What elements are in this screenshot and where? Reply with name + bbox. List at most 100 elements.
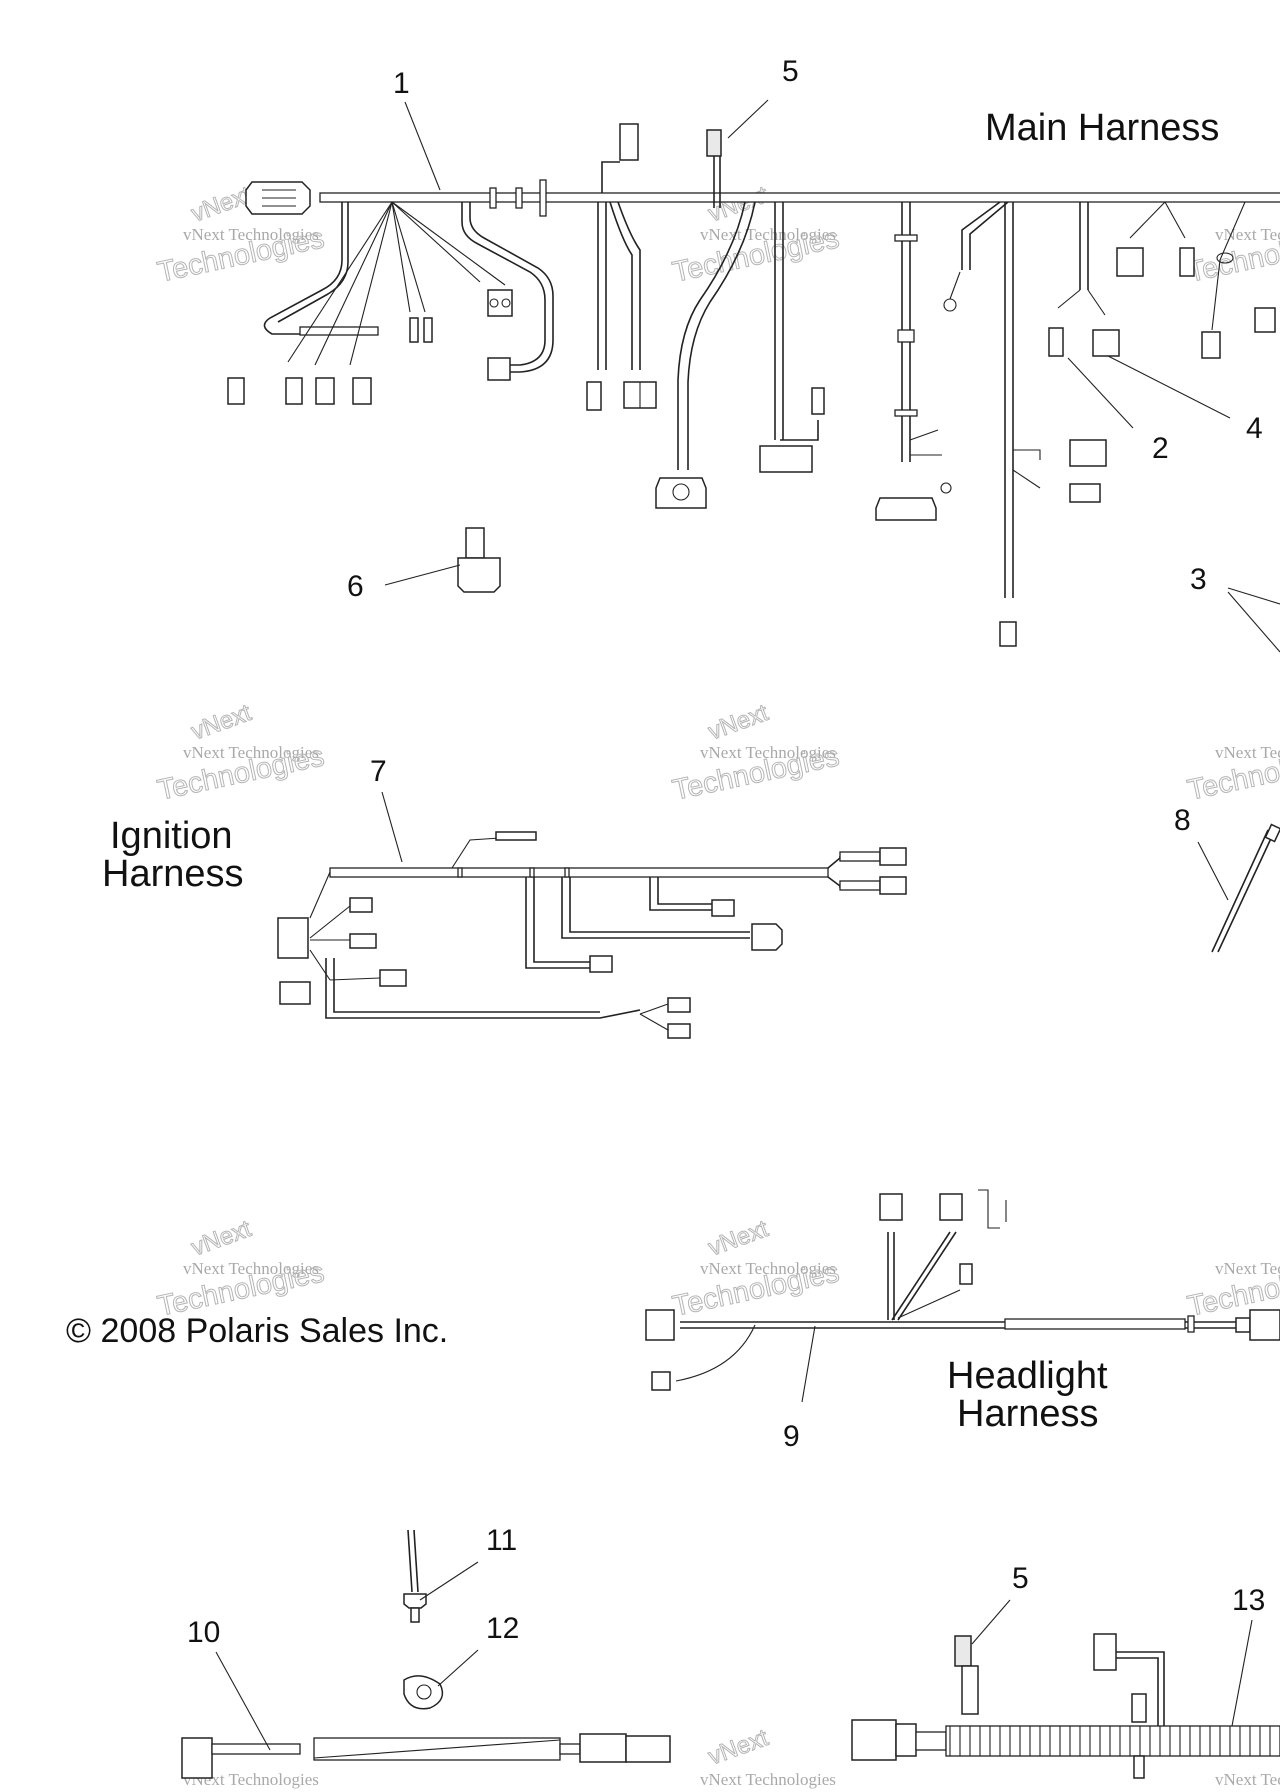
- ignition-connector-small: [349, 933, 377, 949]
- main-harness-title: Main Harness: [985, 107, 1219, 149]
- callout-4: 4: [1246, 412, 1263, 445]
- headlight-harness-title: Headlight: [947, 1355, 1108, 1397]
- callout-5-bottom: 5: [1012, 1562, 1029, 1595]
- connector-sensor: [487, 289, 513, 317]
- svg-text:vNext: vNext: [705, 1724, 772, 1770]
- ignition-connector: [589, 955, 613, 973]
- main-trunk: [319, 192, 1280, 203]
- headlight-connector-right: [1249, 1309, 1280, 1341]
- connector-square: [1116, 247, 1144, 277]
- callout-7: 7: [370, 755, 387, 788]
- svg-text:vNext Technologies: vNext Technologies: [183, 743, 319, 762]
- connector-small: [1254, 307, 1276, 333]
- watermark: vNext vNext Technologies Technologies: [669, 699, 842, 808]
- svg-text:vNext Technologies: vNext Technologies: [1215, 1259, 1280, 1278]
- callouts-headlight: 9: [783, 1325, 816, 1453]
- connector-small: [352, 377, 372, 405]
- ignition-tab: [495, 831, 537, 841]
- connector-item-6: [457, 527, 501, 593]
- svg-text:vNext Technologies: vNext Technologies: [183, 1259, 319, 1278]
- watermark: vNext vNext Technologies Technologies: [154, 699, 327, 808]
- callout-11: 11: [486, 1524, 517, 1557]
- connector-small: [487, 357, 511, 381]
- connector-sensor-round: [655, 477, 707, 509]
- ignition-harness-title-2: Harness: [102, 853, 244, 895]
- svg-text:vNext Technologies: vNext Technologies: [1215, 225, 1280, 244]
- svg-text:vNext: vNext: [705, 699, 772, 745]
- ignition-connector-small: [667, 997, 691, 1013]
- headlight-connector-small: [959, 1263, 973, 1285]
- connector-pin: [423, 317, 433, 343]
- connector-module: [759, 445, 813, 473]
- left-loop-sleeve: [299, 326, 379, 336]
- ignition-connector: [711, 899, 735, 917]
- callout-9: 9: [783, 1420, 800, 1453]
- watermark: vNext vNext Technologies Technologies: [669, 1215, 842, 1324]
- part-item-13: [851, 1633, 1280, 1779]
- callouts-ignition: 7 8: [370, 755, 1229, 901]
- callouts-bottom: 11 12 10 5 13: [187, 1524, 1265, 1751]
- relay-item-5: [706, 129, 722, 157]
- connector-relay: [619, 123, 639, 161]
- headlight-harness-title-2: Harness: [957, 1393, 1099, 1435]
- callout-13: 13: [1232, 1584, 1265, 1617]
- headlight-bulb-socket: [879, 1193, 903, 1221]
- connector-small: [1201, 331, 1221, 359]
- ignition-connector-small: [379, 969, 407, 987]
- part-item-12: [403, 1675, 444, 1710]
- headlight-harness: [645, 1189, 1280, 1391]
- connector-small: [1179, 247, 1195, 277]
- callout-10: 10: [187, 1616, 220, 1649]
- connector-pin: [811, 387, 825, 415]
- ignition-harness-title: Ignition: [110, 815, 233, 857]
- connector-small: [1069, 483, 1101, 503]
- connector-small: [227, 377, 245, 405]
- headlight-sleeve: [1004, 1318, 1186, 1330]
- convoluted-sleeve: [945, 1725, 1280, 1757]
- svg-text:vNext: vNext: [188, 181, 255, 227]
- svg-text:vNext: vNext: [188, 1215, 255, 1261]
- headlight-connector-left: [645, 1309, 675, 1341]
- ignition-connector: [879, 876, 907, 895]
- connector-small: [999, 621, 1017, 647]
- connector-square: [1092, 329, 1120, 357]
- svg-text:vNext Technologies: vNext Technologies: [183, 225, 319, 244]
- svg-text:vNext Technologies: vNext Technologies: [1215, 743, 1280, 762]
- ignition-connector: [879, 847, 907, 866]
- ring-terminal: [943, 298, 957, 312]
- callout-2: 2: [1152, 432, 1169, 465]
- connector-small: [1048, 327, 1064, 357]
- callout-3: 3: [1190, 563, 1207, 596]
- ignition-connector-small: [667, 1023, 691, 1039]
- connector-small: [285, 377, 303, 405]
- connector-wide: [875, 497, 937, 521]
- connector-small: [315, 377, 335, 405]
- callout-6: 6: [347, 570, 364, 603]
- headlight-connector-lower: [651, 1371, 671, 1391]
- watermark: vNext vNext Technologies Technologies: [154, 1215, 327, 1324]
- svg-text:vNext: vNext: [705, 181, 772, 227]
- watermark: vNext Technologies Technologies: [1184, 740, 1280, 807]
- main-left-connector: [245, 181, 311, 215]
- svg-text:vNext Technologies: vNext Technologies: [183, 1770, 319, 1789]
- part-item-10: [181, 1733, 671, 1779]
- callout-5-top: 5: [782, 55, 799, 88]
- connector-item-2: [1069, 439, 1107, 467]
- callouts-main: 1 5 2 4 3 6: [347, 55, 1280, 653]
- ignition-harness: [277, 831, 907, 1039]
- watermark-group: vNext vNext Technologies Technologies vN…: [154, 181, 1280, 1789]
- copyright-text: © 2008 Polaris Sales Inc.: [66, 1312, 448, 1350]
- connector-small: [586, 381, 602, 411]
- part-item-8: [1211, 823, 1280, 953]
- svg-text:vNext Technologies: vNext Technologies: [700, 1770, 836, 1789]
- callout-8: 8: [1174, 804, 1191, 837]
- svg-text:vNext: vNext: [705, 1215, 772, 1261]
- connector-pin: [409, 317, 419, 343]
- svg-text:vNext Technologies: vNext Technologies: [700, 743, 836, 762]
- main-harness: [227, 123, 1280, 647]
- svg-text:vNext: vNext: [188, 699, 255, 745]
- headlight-bulb-socket: [939, 1193, 963, 1221]
- ignition-connector-small: [349, 897, 373, 913]
- callout-12: 12: [486, 1612, 519, 1645]
